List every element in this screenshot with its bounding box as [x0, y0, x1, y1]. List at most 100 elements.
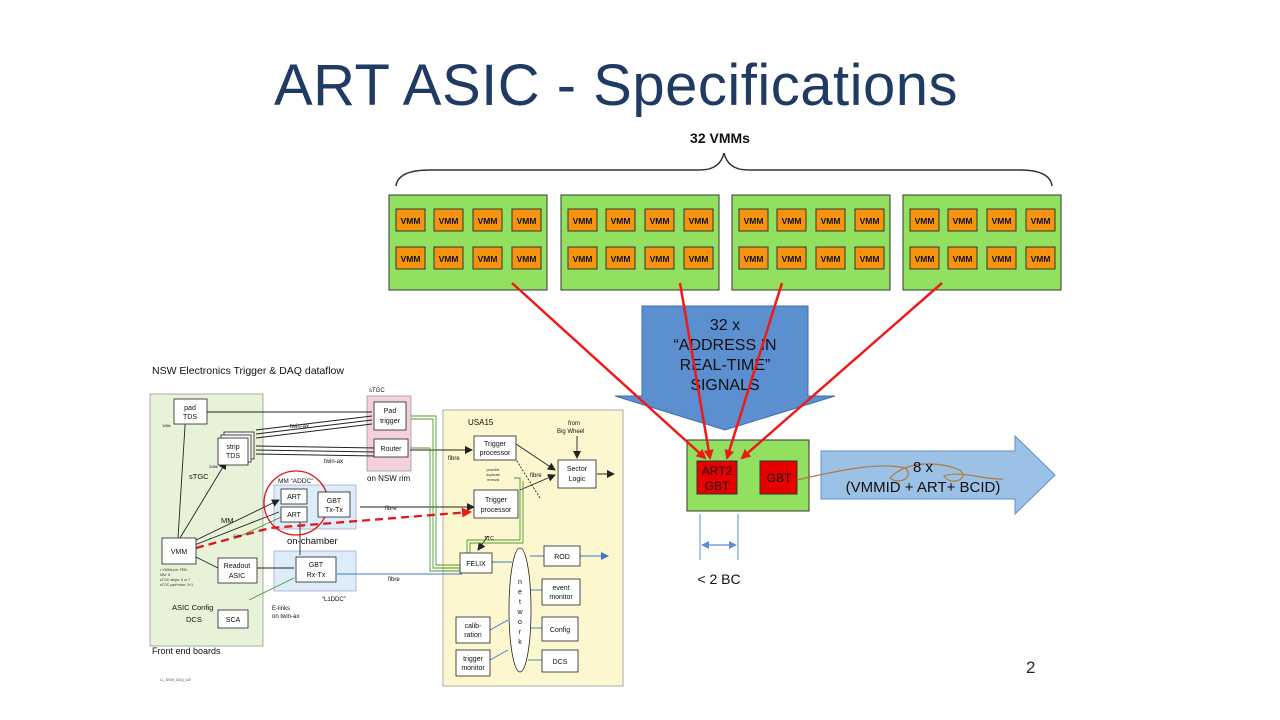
vmm-chip — [472, 208, 503, 232]
readout-label-1: Readout — [224, 563, 251, 570]
note-3: sTGC strips: 6 or 7 — [160, 578, 190, 582]
possible-removal-1: possible — [487, 468, 500, 472]
sca-label: SCA — [226, 617, 241, 624]
pad-tds-box — [173, 398, 208, 425]
vmm-chip-label: VMM — [517, 254, 537, 264]
vmm-chip — [683, 208, 714, 232]
vmm-chip — [986, 208, 1017, 232]
trigger-proc-2-box — [473, 489, 519, 519]
vmm-chip — [776, 246, 807, 270]
elinks-2: on twin-ax — [272, 614, 299, 620]
vmm-chip-label: VMM — [517, 216, 537, 226]
calibration-label-2: ration — [464, 632, 482, 639]
network-letter-6: r — [519, 629, 522, 636]
asic-config-2: DCS — [186, 615, 202, 624]
vmm-chip — [567, 208, 598, 232]
rod-label: ROD — [554, 554, 570, 561]
vmm-chip-label: VMM — [992, 254, 1012, 264]
network-letter-4: w — [516, 609, 523, 616]
vmm-chip-label: VMM — [573, 254, 593, 264]
arrow-text-1: 32 x — [710, 317, 740, 334]
art2-gbt-chip — [696, 460, 738, 495]
trigger-proc-1-box — [473, 435, 517, 461]
latency-label: < 2 BC — [697, 571, 740, 587]
network-letter-3: t — [519, 599, 521, 606]
network-letter-1: n — [518, 579, 522, 586]
vmm-chip — [738, 246, 769, 270]
vmm-chip — [909, 208, 940, 232]
readout-label-2: ASIC — [229, 573, 245, 580]
signal-line-3 — [724, 282, 784, 460]
vmm-chip — [986, 246, 1017, 270]
fibre-label-2: fibre — [530, 473, 542, 479]
vmm-chip-label: VMM — [953, 254, 973, 264]
trigger-monitor-box — [455, 649, 491, 677]
output-text-2: (VMMID + ART+ BCID) — [846, 479, 1001, 496]
vmm-chip-label: VMM — [915, 216, 935, 226]
vmm-chip — [644, 208, 675, 232]
vmm-chip-label: VMM — [650, 216, 670, 226]
gbt-rxtx-box — [295, 556, 337, 583]
twin-ax-label-2: twin-ax — [324, 459, 343, 465]
signal-line-4 — [740, 282, 943, 460]
gbt-txtx-label-2: Tx-Tx — [325, 507, 343, 514]
strip-tds-box — [217, 437, 249, 466]
vmm-chip — [947, 246, 978, 270]
front-end-label: Front end boards — [152, 646, 221, 656]
router-label: Router — [380, 446, 402, 453]
vmm-chip-label: VMM — [953, 216, 973, 226]
network-letter-5: o — [518, 619, 522, 626]
from-big-wheel-1: from — [568, 421, 580, 427]
page-number: 2 — [1026, 658, 1036, 677]
art2-gbt-label: GBT — [705, 479, 730, 493]
vmm-chip — [567, 246, 598, 270]
felix-label: FELIX — [466, 561, 486, 568]
vmm-chip-label: VMM — [689, 254, 709, 264]
footnote: LL_NSW_DAQ_v20 — [160, 678, 191, 682]
mm-addc-label: MM “ADDC” — [278, 478, 313, 485]
vmm-chip-label: VMM — [744, 216, 764, 226]
note-2: MM: 8 — [160, 573, 170, 577]
signal-line-2 — [678, 282, 714, 460]
vmm-chip-label: VMM — [439, 254, 459, 264]
calibration-box — [455, 616, 491, 644]
vmm-chip-label: VMM — [401, 254, 421, 264]
dataflow-title: NSW Electronics Trigger & DAQ dataflow — [152, 365, 344, 377]
pad-trigger-label-2: trigger — [380, 418, 401, 425]
trigger-monitor-label-2: monitor — [461, 665, 485, 672]
sca-box — [217, 609, 249, 629]
sector-logic-box — [557, 459, 597, 489]
output-scribble — [796, 463, 1004, 482]
vmm-chip — [815, 246, 846, 270]
art-label-2: ART — [287, 512, 302, 519]
vmm-chip — [854, 208, 885, 232]
output-arrow — [820, 434, 1056, 516]
gbt-txtx-label-1: GBT — [327, 498, 342, 505]
trigger-proc-2-label-2: processor — [481, 507, 512, 514]
arrow-text-2: “ADDRESS IN — [673, 337, 776, 354]
pad-tds-label-1: pad — [184, 405, 196, 412]
from-big-wheel-2: Big Wheel — [557, 429, 584, 435]
vmm-chip-label: VMM — [1031, 254, 1051, 264]
mm-label: MM — [221, 516, 234, 525]
trigger-monitor-label-1: trigger — [463, 656, 484, 663]
vmm-chip — [433, 246, 464, 270]
stgc-side-label: sTGC — [189, 472, 209, 481]
vmm-chip-label: VMM — [782, 216, 802, 226]
trigger-proc-1-label-2: processor — [480, 450, 511, 457]
elinks-1: E-links — [272, 606, 290, 612]
vmm-chip-label: VMM — [1031, 216, 1051, 226]
signal-line-1 — [511, 282, 707, 460]
arrow-text-3: REAL-TIME” — [680, 357, 771, 374]
vmm-chip-label: VMM — [860, 254, 880, 264]
vmm-chip — [605, 246, 636, 270]
slide-title: ART ASIC - Specifications — [273, 53, 959, 118]
vmm-chip-label: VMM — [478, 254, 498, 264]
sector-logic-label-2: Logic — [569, 476, 586, 483]
rod-box — [543, 545, 581, 567]
gbt-rxtx-label-2: Rx-Tx — [307, 572, 326, 579]
config-label: Config — [550, 627, 570, 634]
vmm-chip — [909, 246, 940, 270]
